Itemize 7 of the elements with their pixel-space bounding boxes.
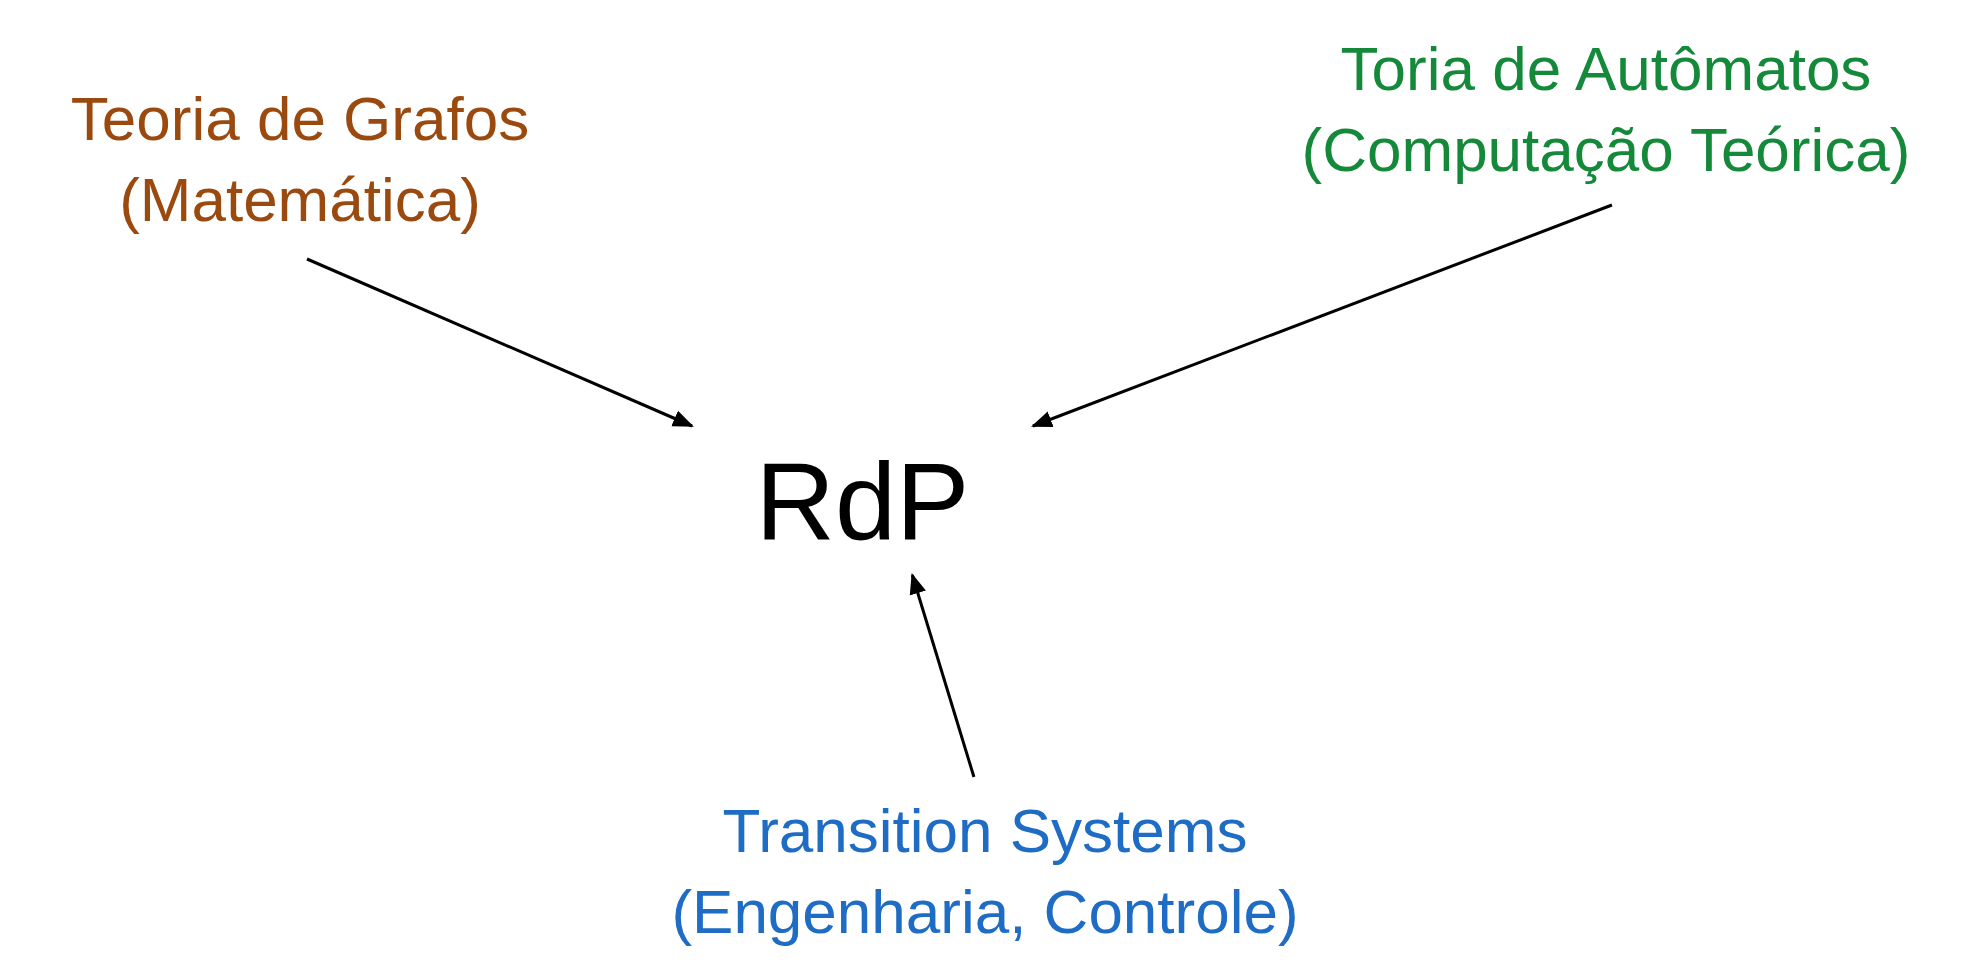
- arrow: [909, 573, 976, 778]
- topic-label: Teoria de Grafos (Matemática): [69, 82, 531, 236]
- arrow: [306, 257, 694, 428]
- topic-label: Toria de Autômatos (Computação Teórica): [1300, 33, 1912, 186]
- topic-label: Transition Systems (Engenharia, Controle): [670, 795, 1300, 948]
- center-label: RdP: [755, 438, 970, 564]
- arrow: [1031, 203, 1613, 428]
